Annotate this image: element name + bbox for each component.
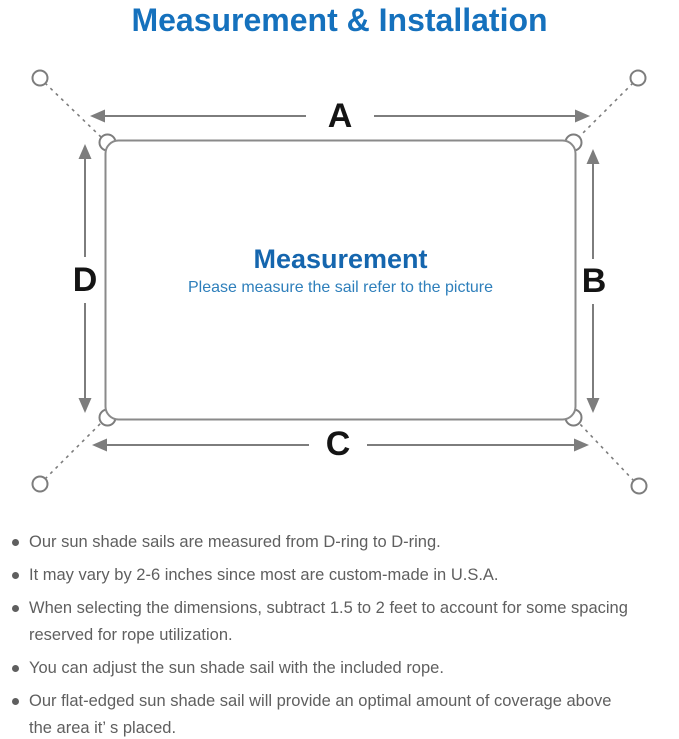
note-text: Our sun shade sails are measured from D-… xyxy=(29,529,676,556)
note-text: It may vary by 2-6 inches since most are… xyxy=(29,562,676,589)
bullet-icon xyxy=(12,605,19,612)
note-text: Our flat-edged sun shade sail will provi… xyxy=(29,688,676,739)
note-item: Our sun shade sails are measured from D-… xyxy=(10,529,676,556)
bullet-icon xyxy=(12,698,19,705)
dashed-rope-bottom-right xyxy=(578,422,635,482)
arrowhead-d-down-icon xyxy=(78,398,92,413)
arrowhead-b-down-icon xyxy=(586,398,600,413)
arrowhead-b-up-icon xyxy=(586,149,600,164)
note-line: When selecting the dimensions, subtract … xyxy=(29,599,628,617)
anchor-ring-bottom-left-icon xyxy=(31,475,49,493)
anchor-ring-top-right-icon xyxy=(629,69,647,87)
note-line: the area it’ s placed. xyxy=(29,719,177,737)
dimension-label-b: B xyxy=(581,262,607,300)
note-text: When selecting the dimensions, subtract … xyxy=(29,595,676,649)
note-line: reserved for rope utilization. xyxy=(29,626,233,644)
note-item: When selecting the dimensions, subtract … xyxy=(10,595,676,649)
note-line: Our flat-edged sun shade sail will provi… xyxy=(29,692,612,710)
bullet-icon xyxy=(12,539,19,546)
bullet-icon xyxy=(12,572,19,579)
dimension-label-a: A xyxy=(327,97,353,135)
notes-list: Our sun shade sails are measured from D-… xyxy=(10,529,676,739)
arrowhead-d-up-icon xyxy=(78,144,92,159)
page-title: Measurement & Installation xyxy=(131,2,548,38)
measurement-subtitle: Please measure the sail refer to the pic… xyxy=(187,279,494,296)
dashed-rope-top-right xyxy=(578,82,634,138)
arrowhead-c-right-icon xyxy=(574,438,589,452)
note-line: Our sun shade sails are measured from D-… xyxy=(29,533,441,551)
measurement-diagram xyxy=(31,69,648,495)
dimension-label-c: C xyxy=(325,425,351,463)
sail-outline xyxy=(104,139,577,421)
measurement-heading: Measurement xyxy=(253,244,428,274)
arrowhead-a-left-icon xyxy=(90,109,105,123)
note-text: You can adjust the sun shade sail with t… xyxy=(29,655,676,682)
bullet-icon xyxy=(12,665,19,672)
anchor-ring-top-left-icon xyxy=(31,69,49,87)
dimension-label-d: D xyxy=(72,261,98,299)
note-item: It may vary by 2-6 inches since most are… xyxy=(10,562,676,589)
dashed-rope-bottom-left xyxy=(44,422,102,480)
note-item: You can adjust the sun shade sail with t… xyxy=(10,655,676,682)
dashed-rope-top-left xyxy=(44,82,102,138)
anchor-ring-bottom-right-icon xyxy=(630,477,648,495)
note-line: It may vary by 2-6 inches since most are… xyxy=(29,566,499,584)
note-line: You can adjust the sun shade sail with t… xyxy=(29,659,444,677)
arrowhead-a-right-icon xyxy=(575,109,590,123)
note-item: Our flat-edged sun shade sail will provi… xyxy=(10,688,676,739)
arrowhead-c-left-icon xyxy=(92,438,107,452)
